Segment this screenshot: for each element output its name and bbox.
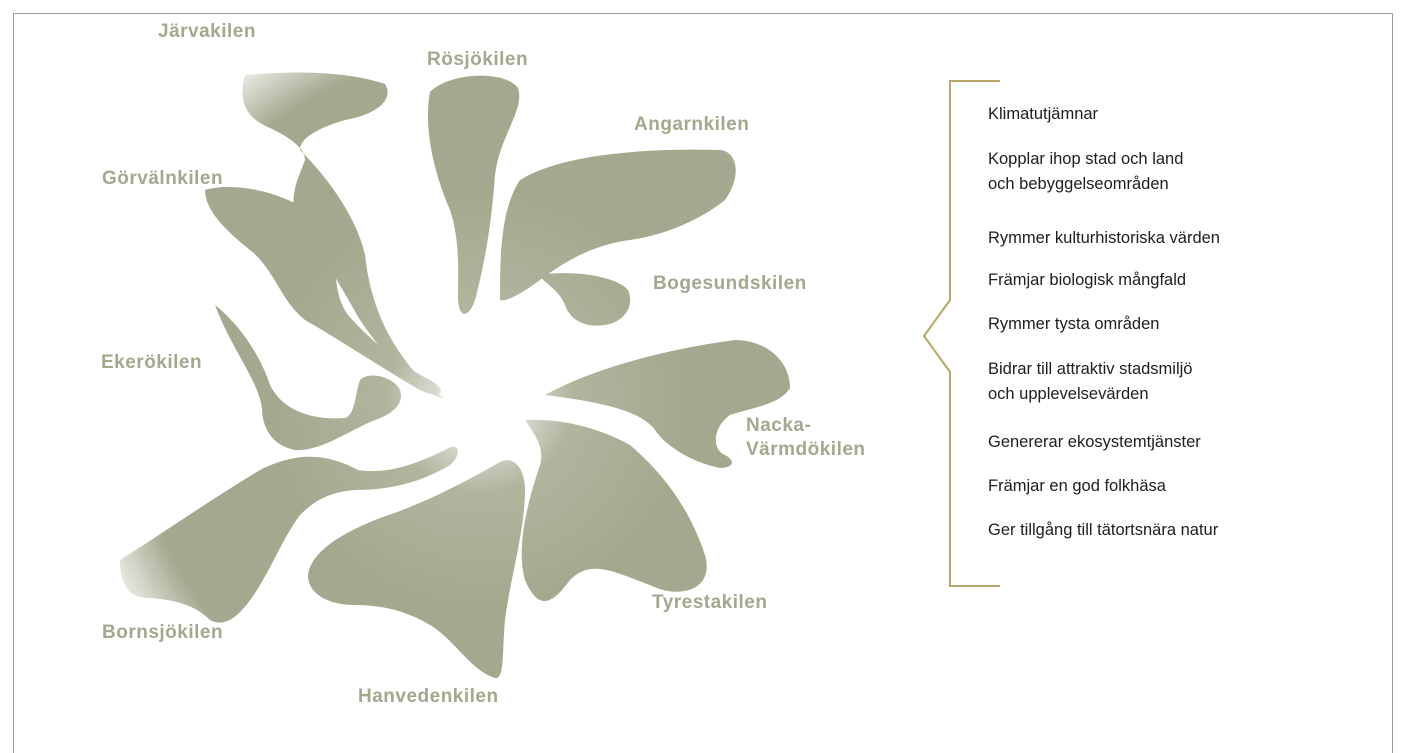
benefit-item: Kopplar ihop stad och land och bebyggels…: [988, 147, 1183, 197]
benefit-item: Främjar biologisk mångfald: [988, 268, 1186, 293]
wedge-label-hanvedenkilen: Hanvedenkilen: [358, 686, 499, 707]
benefit-text: Bidrar till attraktiv stadsmiljö: [988, 360, 1193, 378]
wedge-label-nacka: Nacka- Värmdökilen: [746, 414, 866, 462]
wedge-shape-jarvakilen: [242, 72, 445, 398]
wedge-shape-bornsjokilen: [120, 446, 458, 623]
wedge-label-nacka-line2: Värmdökilen: [746, 439, 866, 460]
wedge-label-nacka-line1: Nacka-: [746, 415, 812, 436]
benefit-text: Ger tillgång till tätortsnära natur: [988, 521, 1219, 539]
benefit-text: Klimatutjämnar: [988, 105, 1099, 123]
wedge-shape-hanvedenkilen: [308, 460, 525, 679]
wedge-shape-nacka: [545, 340, 790, 468]
wedge-label-bogesundskilen: Bogesundskilen: [653, 273, 807, 294]
benefit-text: Rymmer kulturhistoriska värden: [988, 229, 1220, 247]
benefit-item: Rymmer kulturhistoriska värden: [988, 226, 1220, 251]
benefit-item: Rymmer tysta områden: [988, 312, 1159, 337]
wedge-shape-bogesundskilen: [538, 273, 631, 326]
figure-frame: [13, 13, 1393, 753]
wedge-shape-angarnkilen: [500, 149, 736, 301]
wedge-label-rosjokilen: Rösjökilen: [427, 49, 529, 70]
benefit-item: Bidrar till attraktiv stadsmiljö och upp…: [988, 357, 1192, 407]
green-wedges-map: [120, 72, 790, 679]
wedge-shape-ekerokilen: [215, 305, 401, 451]
benefit-text: och bebyggelseområden: [988, 175, 1169, 193]
wedge-label-ekerokilen: Ekerökilen: [101, 352, 203, 373]
benefit-text: Genererar ekosystemtjänster: [988, 433, 1201, 451]
benefit-item: Främjar en god folkhäsa: [988, 474, 1166, 499]
wedge-shape-tyrestakilen: [521, 419, 707, 601]
benefit-item: Ger tillgång till tätortsnära natur: [988, 518, 1218, 543]
benefit-item: Klimatutjämnar: [988, 102, 1098, 127]
wedge-shape-rosjokilen: [427, 75, 520, 314]
benefit-text: Främjar biologisk mångfald: [988, 271, 1187, 289]
wedge-label-angarnkilen: Angarnkilen: [634, 114, 750, 135]
benefit-item: Genererar ekosystemtjänster: [988, 430, 1201, 455]
wedge-label-gorvalnkilen: Görvälnkilen: [102, 168, 224, 189]
wedge-shape-gorvalnkilen: [205, 187, 441, 395]
wedge-label-bornsjokilen: Bornsjökilen: [102, 622, 224, 643]
benefit-text: Kopplar ihop stad och land: [988, 150, 1184, 168]
wedge-label-tyrestakilen: Tyrestakilen: [652, 592, 768, 613]
benefit-text: Rymmer tysta områden: [988, 315, 1160, 333]
benefit-text: Främjar en god folkhäsa: [988, 477, 1166, 495]
benefit-text: och upplevelsevärden: [988, 385, 1149, 403]
brace-bracket: [922, 80, 1000, 587]
wedge-label-jarvakilen: Järvakilen: [158, 21, 256, 42]
